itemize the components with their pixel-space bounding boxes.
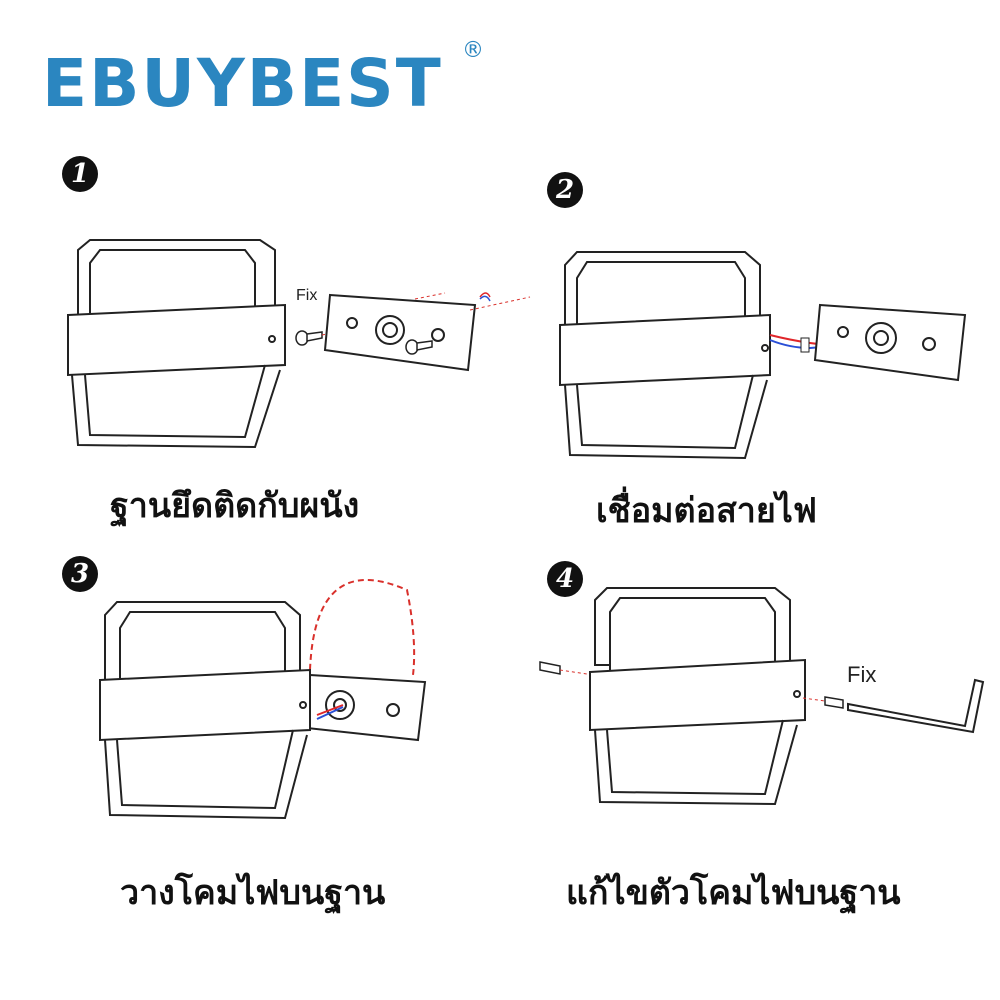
registered-mark: ®	[462, 38, 484, 63]
lamp-icon	[99, 601, 311, 820]
mounting-plate-icon	[305, 673, 427, 742]
step-4-fix-label: Fix	[847, 662, 876, 687]
arc-guide	[309, 579, 416, 676]
step-1-number: 1	[62, 156, 98, 192]
screw-icon	[295, 330, 323, 346]
step-2-caption: เชื่อมต่อสายไฟ	[596, 491, 817, 531]
step-2-illustration	[559, 251, 967, 460]
set-screw-icon	[539, 661, 561, 675]
allen-key-icon	[847, 678, 985, 734]
step-3-number: 3	[62, 556, 98, 592]
brand-name: EBUYBEST	[42, 45, 443, 122]
step-1-fix-label: Fix	[296, 287, 317, 304]
wire-icon	[479, 292, 491, 302]
step-4-number: 4	[547, 561, 583, 597]
mounting-plate-icon	[813, 303, 967, 382]
step-4-caption: แก้ไขตัวโคมไฟบนฐาน	[566, 873, 901, 913]
wire-icon	[316, 704, 344, 720]
lamp-icon	[559, 251, 771, 460]
step-3-caption: วางโคมไฟบนฐาน	[120, 873, 386, 913]
lamp-icon	[67, 239, 286, 449]
step-4-illustration: Fix	[539, 587, 985, 806]
step-3-illustration	[99, 579, 427, 820]
step-1-illustration: Fix	[67, 239, 531, 449]
mounting-plate-icon	[323, 293, 477, 372]
lamp-icon	[589, 587, 806, 806]
screw-icon	[405, 339, 433, 355]
set-screw-icon	[824, 696, 844, 709]
brand-logo: EBUYBEST	[42, 45, 441, 122]
step-1-caption: ฐานยึดติดกับผนัง	[110, 486, 360, 526]
step-2-number: 2	[547, 172, 583, 208]
